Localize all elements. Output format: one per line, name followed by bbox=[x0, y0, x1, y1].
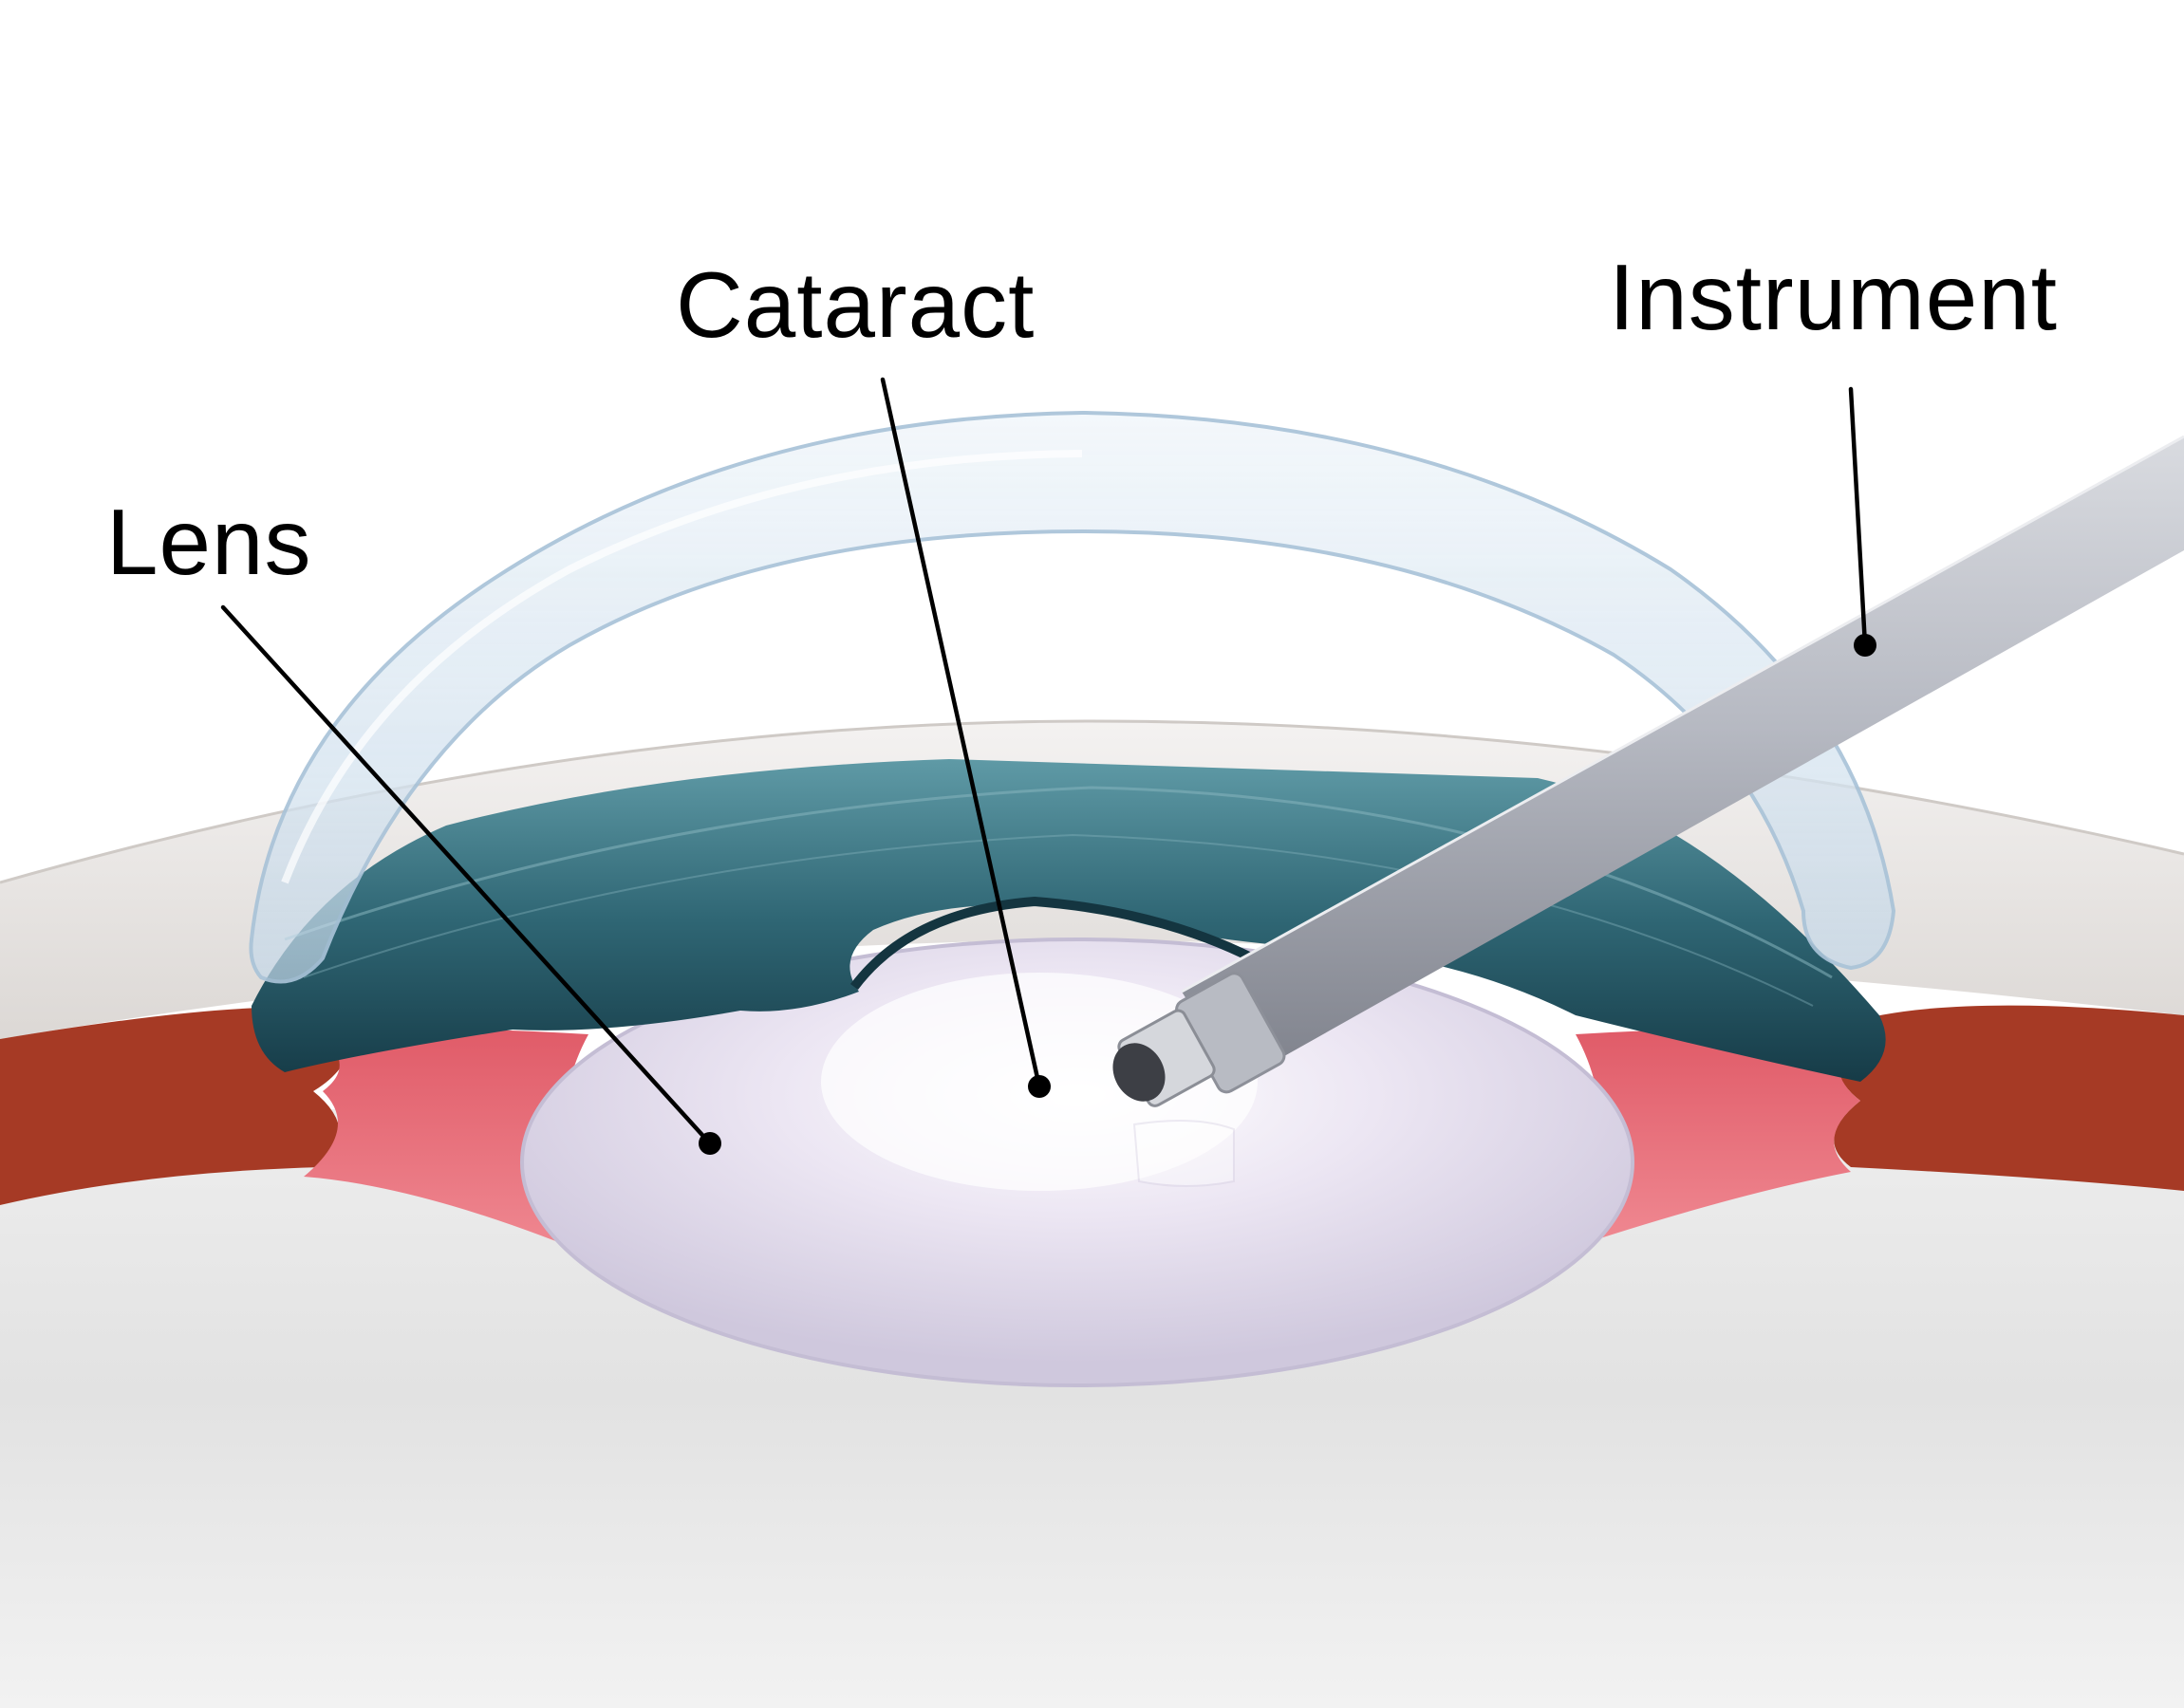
lens-pointer-dot bbox=[699, 1132, 721, 1155]
cornea bbox=[249, 410, 1896, 984]
vitreous-body bbox=[0, 1082, 2184, 1708]
instrument bbox=[1112, 435, 2184, 1107]
instrument-pointer-dot bbox=[1854, 634, 1876, 657]
cataract-leader-line bbox=[880, 377, 1042, 1089]
cataract-pointer-dot bbox=[1028, 1075, 1051, 1098]
instrument-label: Instrument bbox=[1609, 245, 2058, 349]
instrument-leader-line bbox=[1848, 386, 1868, 648]
leader-lines bbox=[220, 377, 1876, 1155]
lens-label: Lens bbox=[106, 490, 312, 594]
choroid bbox=[0, 1005, 2184, 1205]
cataract-label: Cataract bbox=[676, 252, 1035, 357]
lens-leader-line bbox=[220, 604, 713, 1146]
